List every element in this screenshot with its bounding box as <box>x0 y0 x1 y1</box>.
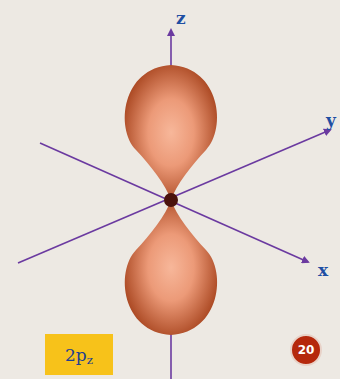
z-axis-label: z <box>176 10 186 27</box>
axes <box>18 30 330 379</box>
orbital-subscript: z <box>87 353 93 367</box>
page-number-badge: 20 <box>290 334 322 366</box>
orbital-name: 20 <box>298 343 315 357</box>
upper-lobe <box>125 65 217 200</box>
orbital-name: 2p <box>65 345 87 365</box>
lower-lobe <box>125 200 217 335</box>
orbital-name-box: 2pz <box>45 334 113 375</box>
y-axis-label: y <box>326 112 336 129</box>
nucleus <box>164 193 178 207</box>
x-axis-label: x <box>318 262 328 279</box>
